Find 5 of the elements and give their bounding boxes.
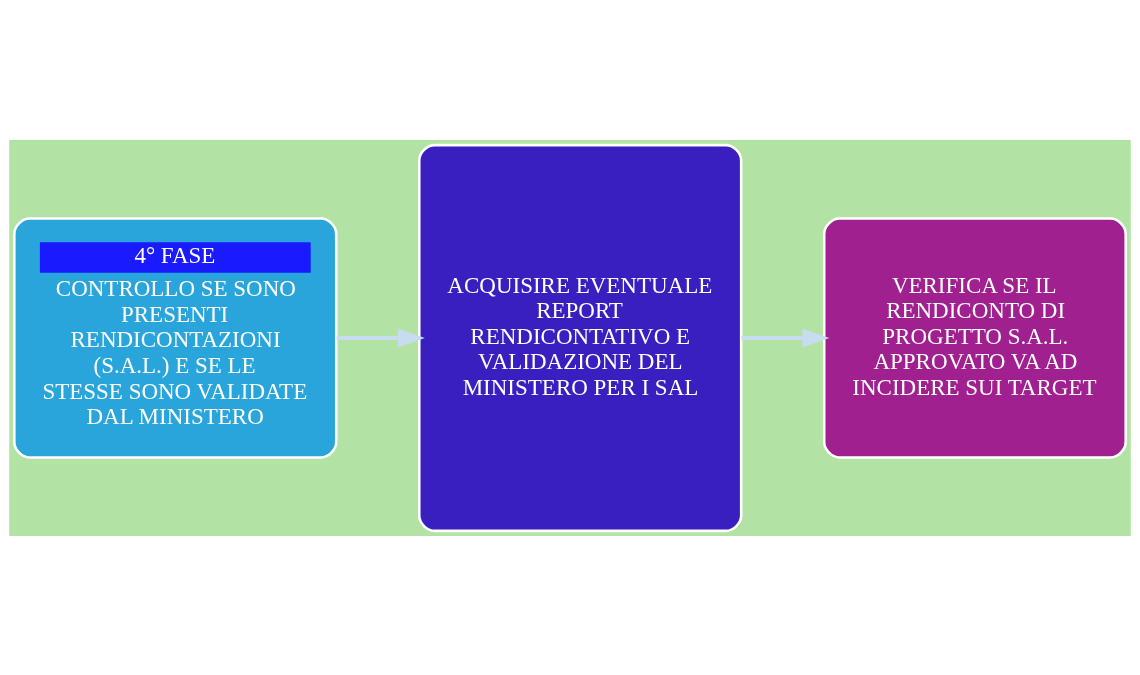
arrow (741, 328, 830, 347)
node-box: VERIFICA SE IL RENDICONTO DI PROGETTO S.A.L. APPROVATO VA AD INCIDERE SUI TARGET (822, 216, 1127, 459)
node-box: ACQUISIRE EVENTUALE REPORT RENDICONTATIVO E VALIDAZIONE DEL MINISTERO PER I SAL (418, 143, 743, 532)
arrow (336, 328, 425, 347)
node-box: 4° FASE CONTROLLO SE SONO PRESENTI RENDICONTAZIONI (S.A.L.) E SE LE STESSE SONO VALIDATE DAL MINISTERO (13, 216, 338, 459)
